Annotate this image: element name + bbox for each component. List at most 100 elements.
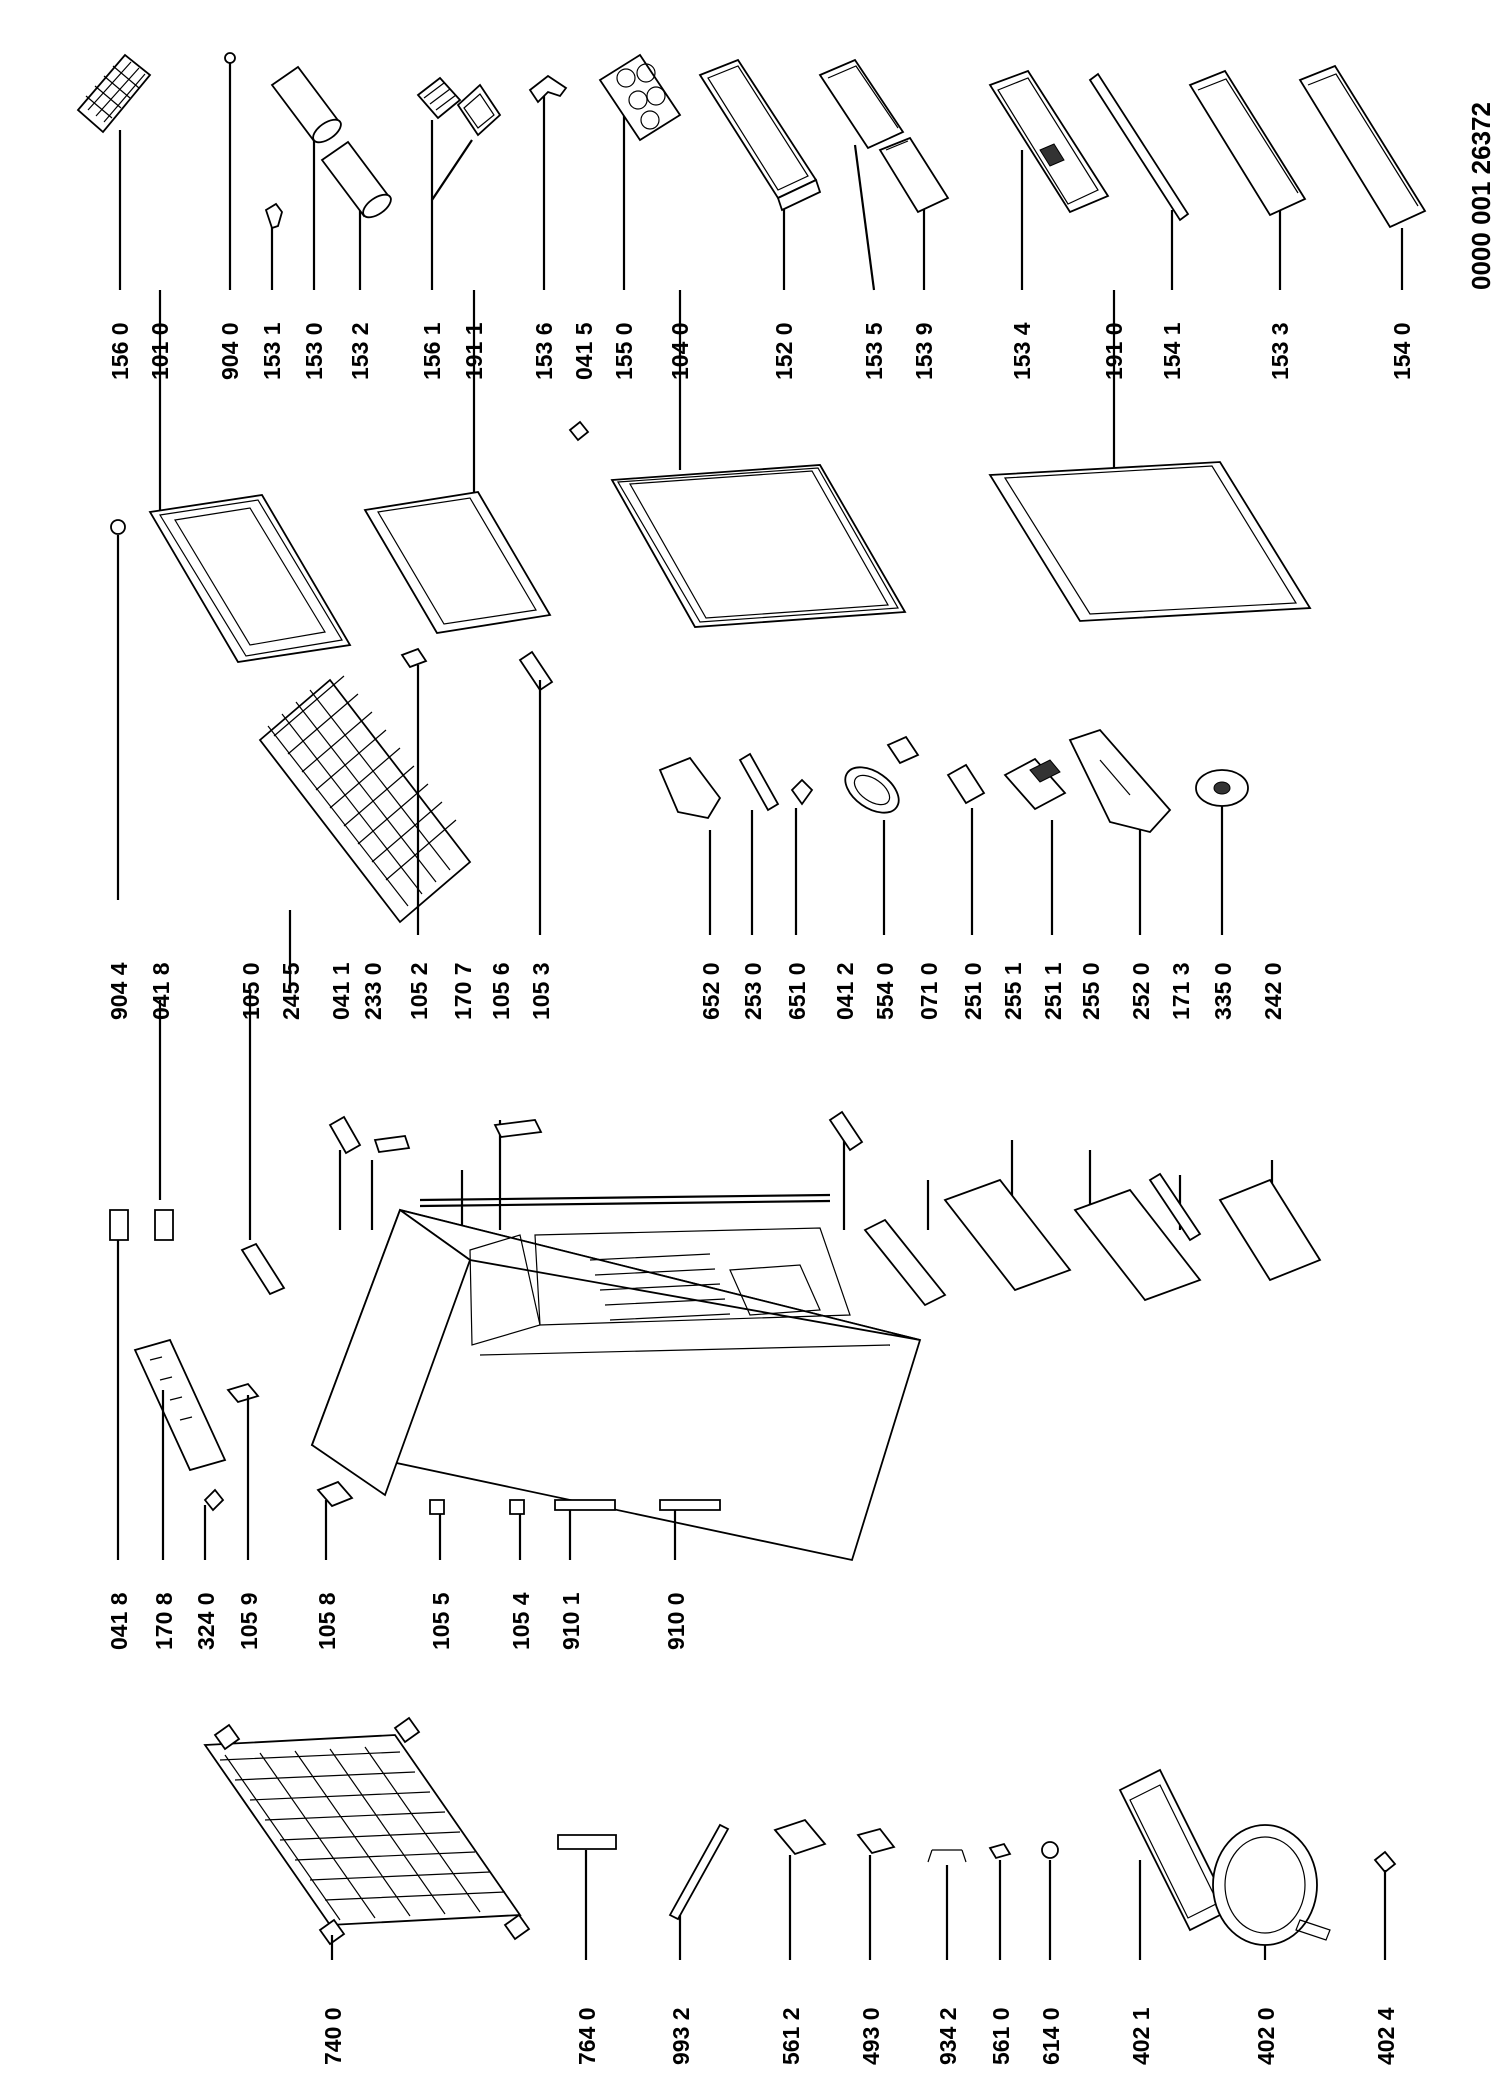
label-153-4: 153 4: [1009, 322, 1035, 380]
top-row-leaders: [118, 60, 1404, 520]
switch-part: [946, 763, 986, 805]
grid-shelf-part: [258, 675, 472, 924]
hinge-part-041-8-b: [154, 1209, 174, 1241]
wire-part: [927, 1849, 967, 1863]
label-105-5: 105 5: [428, 1592, 454, 1650]
label-255-0: 255 0: [1078, 962, 1104, 1020]
label-242-0: 242 0: [1260, 962, 1286, 1020]
label-105-9: 105 9: [236, 1592, 262, 1650]
glass-shelf-part-255-0: [1073, 1188, 1202, 1302]
bracket-105-6: [493, 1119, 543, 1138]
label-255-1: 255 1: [1000, 962, 1026, 1020]
label-041-8: 041 8: [106, 1592, 132, 1650]
label-170-8: 170 8: [151, 1592, 177, 1650]
bracket-105-2: [400, 647, 428, 669]
bottom-row-leaders: [330, 1850, 1387, 1960]
round-cap-part: [1195, 769, 1249, 807]
ice-tray-part: [76, 53, 152, 134]
label-652-0: 652 0: [698, 962, 724, 1020]
cabinet-row-leaders: [116, 1240, 677, 1560]
hinge-part-041-1: [328, 1115, 362, 1155]
label-153-3: 153 3: [1267, 322, 1293, 380]
grommet-part: [1041, 1841, 1059, 1859]
label-155-0: 155 0: [611, 322, 637, 380]
label-764-0: 764 0: [574, 2007, 600, 2065]
label-041-5: 041 5: [571, 322, 597, 380]
hinge-part-041-8: [109, 1209, 129, 1241]
label-041-2: 041 2: [832, 962, 858, 1020]
label-153-9: 153 9: [911, 322, 937, 380]
compressor-clip-part: [1373, 1850, 1397, 1874]
label-153-6: 153 6: [531, 322, 557, 380]
label-251-0: 251 0: [960, 962, 986, 1020]
label-651-0: 651 0: [784, 962, 810, 1020]
hinge-part-041-2: [828, 1110, 864, 1152]
label-324-0: 324 0: [193, 1592, 219, 1650]
label-904-4: 904 4: [106, 962, 132, 1020]
bin-part-153-3: [1188, 69, 1307, 217]
gasket-strip-part: [419, 1193, 831, 1202]
label-153-5: 153 5: [861, 322, 887, 380]
door-rail-part-071-0: [863, 1218, 947, 1307]
label-493-0: 493 0: [858, 2007, 884, 2065]
label-245-5: 245 5: [278, 962, 304, 1020]
label-156-1: 156 1: [419, 322, 445, 380]
lamp-cover-part: [1068, 728, 1172, 834]
shelf-part-191-0: [988, 461, 1312, 622]
label-105-4: 105 4: [508, 1592, 534, 1650]
middle-shelves: [110, 420, 1312, 924]
label-253-0: 253 0: [740, 962, 766, 1020]
bin-part-153-5: [818, 58, 905, 150]
label-152-0: 152 0: [771, 322, 797, 380]
shelf-part-104-0: [610, 464, 907, 628]
lamp-box-part: [1003, 757, 1067, 811]
toe-grille-part: [133, 1338, 227, 1472]
bottom-row-parts: [203, 1716, 1397, 1946]
label-105-3: 105 3: [528, 962, 554, 1020]
label-934-2: 934 2: [935, 2007, 961, 2065]
label-105-0: 105 0: [238, 962, 264, 1020]
bracket-105-3: [518, 650, 554, 692]
capillary-part: [668, 1823, 730, 1921]
small-relay-part: [988, 1842, 1012, 1860]
label-233-0: 233 0: [360, 962, 386, 1020]
bracket-105-9: [226, 1382, 260, 1404]
door-bin-part-152: [698, 58, 822, 212]
bin-part-153-9: [878, 136, 950, 214]
label-153-2: 153 2: [347, 322, 373, 380]
glass-strip-part: [1088, 72, 1190, 222]
lamp-ring-part: [844, 735, 920, 814]
compressor-base-part: [1118, 1768, 1232, 1932]
label-153-1: 153 1: [259, 322, 285, 380]
middle-row-leaders: [116, 535, 1274, 1240]
drier-part: [557, 1834, 617, 1850]
relay-part: [773, 1818, 827, 1856]
top-row-labels: 156 0 101 0 904 0 153 1 153 0 153 2 156 …: [107, 322, 1415, 380]
label-252-0: 252 0: [1128, 962, 1154, 1020]
label-041-8-mid: 041 8: [148, 962, 174, 1020]
label-071-0: 071 0: [916, 962, 942, 1020]
bottom-row-labels: 740 0 764 0 993 2 561 2 493 0 934 2 561 …: [320, 2007, 1399, 2065]
thermostat-part: [658, 756, 722, 820]
label-335-0: 335 0: [1210, 962, 1236, 1020]
small-tray-part: [416, 76, 502, 137]
knob-part: [110, 519, 126, 535]
label-402-1: 402 1: [1128, 2007, 1154, 2065]
bin-part-154-0: [1298, 64, 1427, 229]
label-910-0: 910 0: [663, 1592, 689, 1650]
bracket-105-0: [240, 1242, 286, 1296]
crisper-drawer-part: [1218, 1178, 1322, 1282]
label-170-7: 170 7: [450, 962, 476, 1020]
label-156-0: 156 0: [107, 322, 133, 380]
bulb-holder-part: [790, 778, 814, 806]
document-number: 0000 001 26372: [1466, 102, 1496, 290]
freezer-door-part: [148, 494, 352, 663]
glass-shelf-part-255-1: [943, 1178, 1072, 1292]
label-904-0: 904 0: [217, 322, 243, 380]
label-105-8: 105 8: [314, 1592, 340, 1650]
label-171-3: 171 3: [1168, 962, 1194, 1020]
compressor-part: [1212, 1824, 1331, 1946]
gasket-strip-part-b: [419, 1199, 831, 1208]
label-154-1: 154 1: [1159, 322, 1185, 380]
knob-shaft-part: [738, 752, 780, 812]
